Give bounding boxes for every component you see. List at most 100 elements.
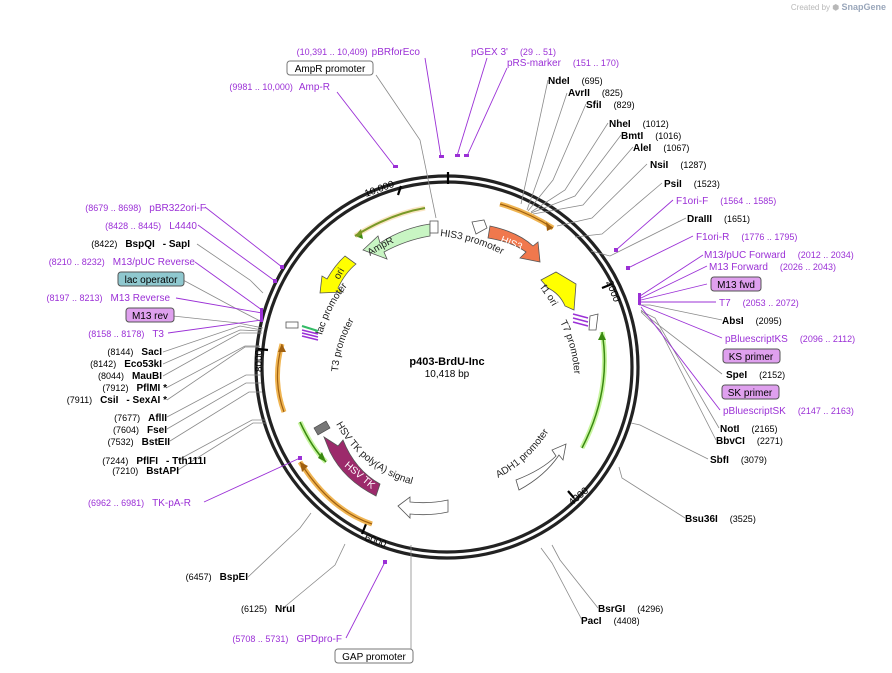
label-ampr-primer[interactable]: (9981 .. 10,000)Amp-R [229,82,330,93]
label-spei[interactable]: SpeI(2152) [726,370,785,381]
label-bspqi[interactable]: (8422)BspQI- SapI [91,239,190,250]
label-m13forward[interactable]: M13 Forward(2026 .. 2043) [709,262,836,273]
label-fsei[interactable]: (7604)FseI [113,425,167,436]
label-bspei[interactable]: (6457)BspEI [186,572,249,583]
label-sbfi[interactable]: SbfI(3079) [710,455,767,466]
plasmid-name: p403-BrdU-Inc [409,356,484,368]
orf-right [579,331,607,450]
label-l4440[interactable]: (8428 .. 8445)L4440 [105,221,197,232]
svg-text:AmpR promoter: AmpR promoter [295,64,366,75]
label-csii[interactable]: (7911)CsiI- SexAI * [67,395,167,406]
orf-left-green [297,420,328,464]
feature-ori[interactable]: ori [319,255,357,294]
label-m13puc[interactable]: M13/pUC Forward(2012 .. 2034) [704,250,854,261]
label-saci[interactable]: (8144)SacI [107,347,162,358]
tick-8000: 8000 [254,349,265,372]
marker-f1orir [626,266,630,270]
label-pbr322[interactable]: (8679 .. 8698)pBR322ori-F [85,203,206,214]
credit-brand: SnapGene [841,2,886,12]
label-alei[interactable]: AleI(1067) [633,143,689,154]
feature-ori-label: ori [332,266,347,281]
primer-leaders [167,57,723,639]
leader-lines [162,74,723,652]
label-t7[interactable]: T7(2053 .. 2072) [719,298,799,309]
label-sfii[interactable]: SfiI(829) [586,100,635,111]
label-m13rev[interactable]: M13 rev [125,307,175,323]
label-gap-promoter[interactable]: GAP promoter [334,648,414,664]
label-skprimer[interactable]: SK primer [721,384,780,400]
label-afiii[interactable]: (7677)AflII [114,413,167,424]
feature-f1ori[interactable] [540,271,577,311]
orf-left-orange [274,343,373,527]
plasmid-size: 10,418 bp [425,369,470,380]
label-t3[interactable]: (8158 .. 8178)T3 [88,329,164,340]
label-m13fwd[interactable]: M13 fwd [710,276,762,292]
label-bstapi[interactable]: (7210)BstAPI [112,466,179,477]
marker-f1orif [614,248,618,252]
label-nhei[interactable]: NheI(1012) [609,119,669,130]
left-site-labels: (8679 .. 8698)pBR322ori-F (8428 .. 8445)… [46,203,342,645]
label-draiii[interactable]: DraIII(1651) [687,214,750,225]
tick-6000: 6000 [363,532,388,550]
label-tkpar[interactable]: (6962 .. 6981)TK-pA-R [88,498,191,509]
svg-text:GAP promoter: GAP promoter [342,652,406,663]
label-paci[interactable]: PacI(4408) [581,616,640,627]
label-prsmarker[interactable]: pRS-marker(151 .. 170) [507,58,619,69]
label-pflfi[interactable]: (7244)PflFI- Tth111I [102,456,206,467]
label-pbsks[interactable]: pBluescriptKS(2096 .. 2112) [725,334,855,345]
marker-pgex3 [455,154,460,157]
label-bmti[interactable]: BmtI(1016) [621,131,681,142]
label-bsrgi[interactable]: BsrGI(4296) [598,604,663,615]
label-absi[interactable]: AbsI(2095) [722,316,782,327]
label-pbrforeco[interactable]: (10,391 .. 10,409)pBRforEco [297,47,421,58]
feature-ampr[interactable] [353,205,439,260]
label-noti[interactable]: NotI(2165) [720,424,777,435]
label-m13pucrev[interactable]: (8210 .. 8232)M13/pUC Reverse [49,257,196,268]
label-nsii[interactable]: NsiI(1287) [650,160,706,171]
label-gpdpro[interactable]: (5708 .. 5731)GPDpro-F [232,634,342,645]
tick-10000: 10,000 [363,179,396,200]
label-m13reverse[interactable]: (8197 .. 8213)M13 Reverse [46,293,170,304]
label-ndei[interactable]: NdeI(695) [548,76,603,87]
marker-pbr322 [280,265,284,269]
label-avrii[interactable]: AvrII(825) [568,88,623,99]
label-pflmi[interactable]: (7912)PflMI * [102,383,167,394]
label-nrui[interactable]: (6125)NruI [241,604,295,615]
label-bbvci[interactable]: BbvCI(2271) [716,436,783,447]
snapgene-credit: Created by ⬢ SnapGene [791,2,886,12]
backbone-ticks [257,172,613,535]
label-ampr-promoter[interactable]: AmpR promoter [286,60,374,76]
marker-prsmarker [464,154,469,157]
label-psii[interactable]: PsiI(1523) [664,179,720,190]
marker-l4440 [273,279,277,283]
svg-text:lac operator: lac operator [125,275,178,286]
marker-m13rev-cluster [260,308,263,322]
right-site-labels: NdeI(695) AvrII(825) SfiI(829) NheI(1012… [548,76,855,627]
snapgene-logo-icon: ⬢ [832,3,840,12]
label-ksprimer[interactable]: KS primer [722,348,781,364]
marker-tkpar [298,456,302,460]
feature-t7-promoter-label: T7 promoter [557,318,582,375]
feature-adh1-promoter[interactable] [515,443,567,491]
label-pbssk[interactable]: pBluescriptSK(2147 .. 2163) [723,406,854,417]
feature-t3-promoter-label: T3 promoter [330,316,357,372]
marker-pbrforeco [439,155,444,158]
svg-text:M13 fwd: M13 fwd [717,280,755,291]
label-eco53ki[interactable]: (8142)Eco53kI [90,359,162,370]
label-maubi[interactable]: (8044)MauBI [98,371,162,382]
feature-t7-promoter[interactable] [572,313,599,331]
label-f1orir[interactable]: F1ori-R(1776 .. 1795) [696,232,797,243]
label-bsu36i[interactable]: Bsu36I(3525) [685,514,756,525]
label-pgex3[interactable]: pGEX 3'(29 .. 51) [471,47,556,58]
feature-lac-t3[interactable] [285,321,319,341]
label-bsteii[interactable]: (7532)BstEII [108,437,171,448]
marker-ampr [393,165,398,168]
label-f1orif[interactable]: F1ori-F(1564 .. 1585) [676,196,776,207]
primer-markers [260,154,641,564]
label-lac-operator[interactable]: lac operator [117,271,185,287]
svg-text:SK primer: SK primer [728,388,773,399]
feature-his3[interactable]: HIS3 [471,201,555,263]
svg-text:M13 rev: M13 rev [132,311,168,322]
marker-m13-t7-cluster [638,293,641,305]
